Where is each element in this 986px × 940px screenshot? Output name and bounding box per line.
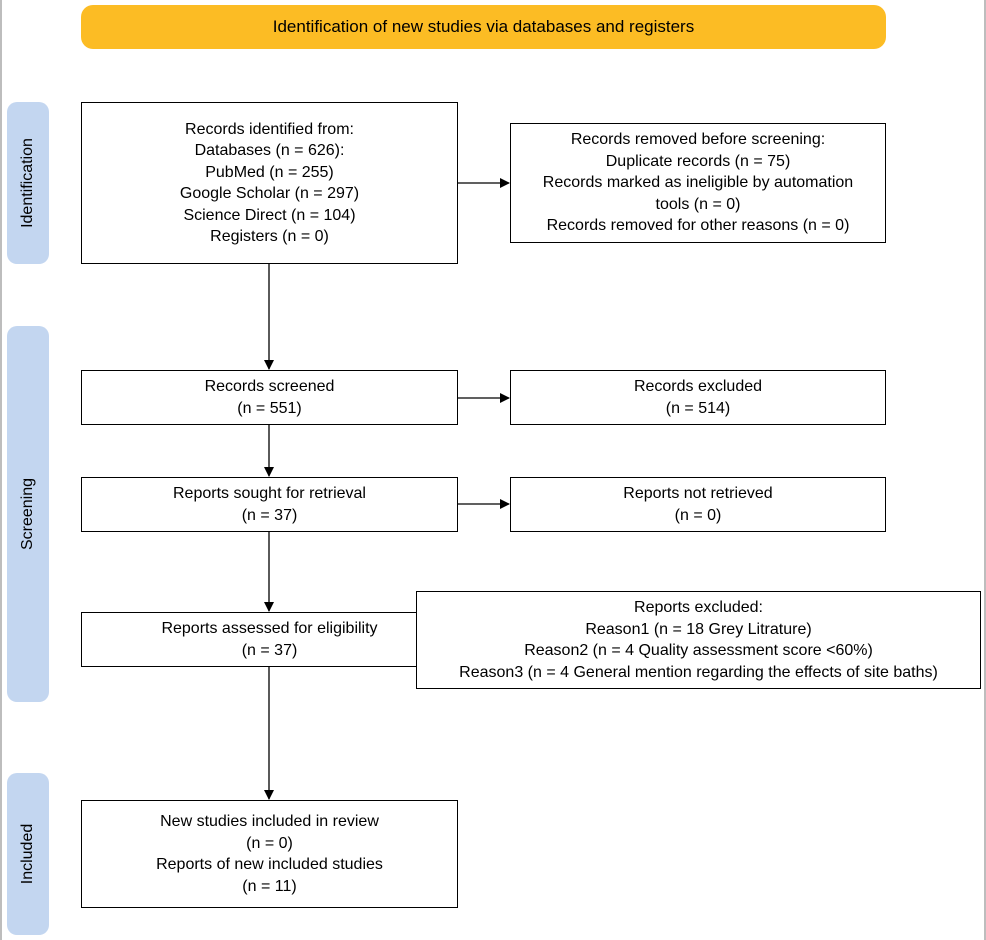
reports-assessed-line: Reports assessed for eligibility <box>161 620 378 637</box>
reports-sought-box: Reports sought for retrieval (n = 37) <box>81 477 458 532</box>
reports-not-retrieved-line: (n = 0) <box>674 506 722 524</box>
records-removed-line: tools (n = 0) <box>655 195 741 213</box>
records-identified-line: Google Scholar (n = 297) <box>179 185 360 202</box>
phase-screening: Screening <box>7 326 49 702</box>
studies-included-line: Reports of new included studies <box>156 856 383 873</box>
identification-banner: Identification of new studies via databa… <box>81 5 886 49</box>
studies-included-box: New studies included in review (n = 0) R… <box>81 800 458 908</box>
records-screened-line: (n = 551) <box>237 399 302 417</box>
reports-sought-line: Reports sought for retrieval <box>173 485 366 502</box>
records-removed-line: Records marked as ineligible by automati… <box>542 174 854 192</box>
records-screened-box: Records screened (n = 551) <box>81 370 458 425</box>
records-identified-line: Records identified from: <box>185 120 354 138</box>
records-removed-box: Records removed before screening: Duplic… <box>510 123 886 243</box>
phase-screening-label: Screening <box>19 477 36 551</box>
records-identified-line: PubMed (n = 255) <box>205 163 334 181</box>
reports-not-retrieved-line: Reports not retrieved <box>623 485 773 502</box>
reports-excluded-line: Reason2 (n = 4 Quality assessment score … <box>524 642 873 659</box>
studies-included-line: (n = 11) <box>242 877 297 895</box>
phase-identification-label: Identification <box>19 138 36 228</box>
phase-identification: Identification <box>7 102 49 264</box>
records-excluded-line: (n = 514) <box>665 399 731 417</box>
records-identified-box: Records identified from: Databases (n = … <box>81 102 458 264</box>
records-excluded-box: Records excluded (n = 514) <box>510 370 886 425</box>
records-removed-line: Records removed for other reasons (n = 0… <box>546 217 850 235</box>
studies-included-line: New studies included in review <box>160 813 379 830</box>
reports-excluded-box: Reports excluded: Reason1 (n = 18 Grey L… <box>416 591 981 689</box>
records-removed-line: Records removed before screening: <box>570 131 826 149</box>
reports-assessed-box: Reports assessed for eligibility (n = 37… <box>81 612 458 667</box>
records-removed-line: Duplicate records (n = 75) <box>605 152 791 170</box>
right-frame-border <box>984 0 986 940</box>
left-frame-border <box>0 0 2 940</box>
records-identified-line: Registers (n = 0) <box>210 228 329 245</box>
phase-included: Included <box>7 773 49 935</box>
records-excluded-line: Records excluded <box>633 378 763 395</box>
banner-title: Identification of new studies via databa… <box>272 17 695 36</box>
records-screened-line: Records screened <box>204 378 335 395</box>
records-identified-line: Databases (n = 626): <box>194 142 345 159</box>
reports-excluded-line: Reason3 (n = 4 General mention regarding… <box>459 663 938 681</box>
phase-included-label: Included <box>19 823 36 885</box>
reports-not-retrieved-box: Reports not retrieved (n = 0) <box>510 477 886 532</box>
studies-included-line: (n = 0) <box>246 834 293 852</box>
reports-assessed-line: (n = 37) <box>241 641 298 659</box>
reports-excluded-line: Reports excluded: <box>634 599 763 616</box>
records-identified-line: Science Direct (n = 104) <box>183 206 356 224</box>
reports-excluded-line: Reason1 (n = 18 Grey Litrature) <box>585 620 812 638</box>
reports-sought-line: (n = 37) <box>241 506 298 524</box>
